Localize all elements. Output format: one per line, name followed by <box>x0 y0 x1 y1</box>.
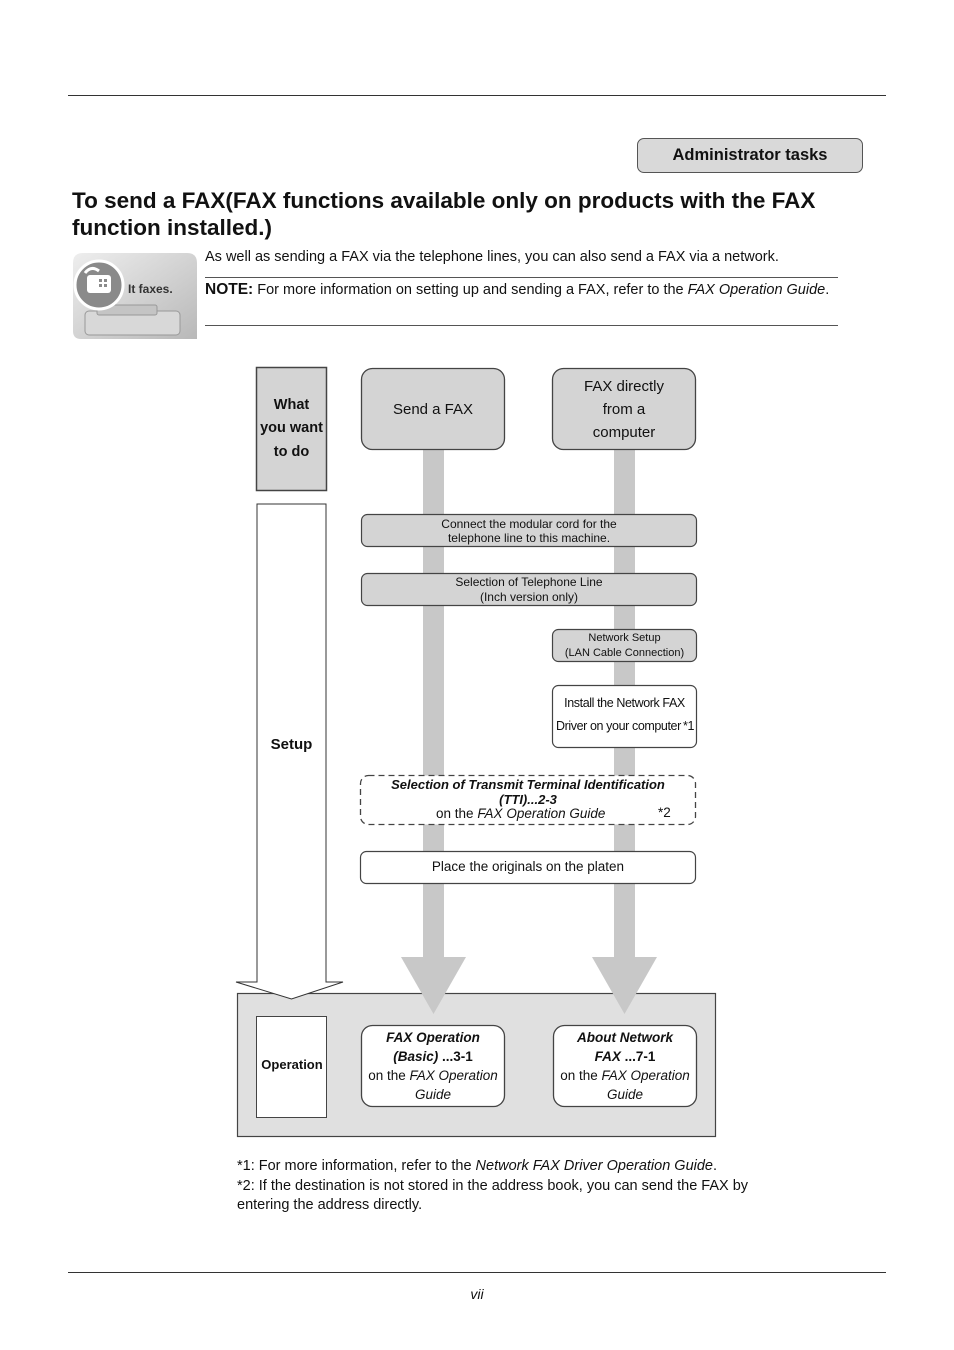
network-line-1: Network Setup <box>588 631 661 644</box>
network-setup-label: Network Setup (LAN Cable Connection) <box>553 630 696 661</box>
what-line-1: What <box>273 396 310 413</box>
note-guide: FAX Operation Guide <box>687 282 826 298</box>
footnote-2: *2: If the destination is not stored in … <box>237 1177 749 1214</box>
net-fax-guide-a: FAX Operation <box>601 1068 690 1083</box>
section-tab: Administrator tasks <box>637 138 863 173</box>
fax-from-pc-label: FAX directly from a computer <box>553 369 695 449</box>
footnote-1-guide: Network FAX Driver Operation Guide <box>475 1158 713 1174</box>
tti-shape <box>359 774 697 826</box>
fax-op-title-2: (Basic) <box>393 1049 439 1064</box>
tti-guide-line: on the FAX Operation Guide <box>436 806 605 821</box>
icon-caption: It faxes. <box>128 282 173 296</box>
note-block: NOTE: For more information on setting up… <box>205 280 840 300</box>
tti-ref: (TTI)...2-3 <box>499 792 557 807</box>
fax-pc-line-3: computer <box>592 423 656 441</box>
install-line-1: Install the Network FAX <box>564 696 685 710</box>
tti-guide: FAX Operation Guide <box>477 806 606 821</box>
net-fax-line-1: About Network <box>577 1030 673 1045</box>
footnote-1: *1: For more information, refer to the N… <box>237 1157 797 1177</box>
network-setup-shape <box>551 628 698 663</box>
select-line-shape <box>360 572 698 607</box>
select-line-label: Selection of Telephone Line (Inch versio… <box>362 574 696 605</box>
fax-pc-line-2: from a <box>602 400 646 418</box>
header-rule <box>68 95 886 96</box>
fax-icon: It faxes. <box>73 253 197 339</box>
setup-arrow <box>235 503 344 1000</box>
about-network-fax-label: About Network FAX ...7-1 on the FAX Oper… <box>554 1026 696 1106</box>
what-box-shape <box>255 366 328 492</box>
footer-rule <box>68 1272 886 1273</box>
place-originals-label: Place the originals on the platen <box>431 858 625 874</box>
fax-pc-line-1: FAX directly <box>583 377 665 395</box>
connect-cord-shape <box>360 513 698 548</box>
footnote-1-end: . <box>713 1158 718 1174</box>
net-fax-on-the: on the <box>560 1068 598 1083</box>
connect-line-2: telephone line to this machine. <box>447 530 611 545</box>
tti-label: Selection of Transmit Terminal Identific… <box>361 776 695 824</box>
intro-text: As well as sending a FAX via the telepho… <box>205 249 779 265</box>
footnotes: *1: For more information, refer to the N… <box>237 1157 797 1216</box>
what-line-2: you want <box>260 420 323 437</box>
note-top-rule <box>205 277 838 278</box>
fax-from-pc-shape <box>551 367 697 451</box>
tti-title: Selection of Transmit Terminal Identific… <box>391 777 665 792</box>
about-network-fax-shape <box>552 1024 698 1108</box>
note-label: NOTE: <box>205 281 254 298</box>
what-line-3: to do <box>273 443 310 460</box>
install-driver-label: Install the Network FAX Driver on your c… <box>553 686 696 747</box>
operation-box-shape <box>256 1016 327 1118</box>
note-text: For more information on setting up and s… <box>257 282 684 298</box>
connect-cord-label: Connect the modular cord for the telepho… <box>362 515 696 546</box>
setup-label: Setup <box>270 735 313 753</box>
what-you-want-label: What you want to do <box>257 368 326 490</box>
note-bottom-rule <box>205 325 838 326</box>
page-title: To send a FAX(FAX functions available on… <box>72 188 816 240</box>
network-line-2: (LAN Cable Connection) <box>564 646 685 659</box>
fax-op-guide-a: FAX Operation <box>409 1068 498 1083</box>
select-line-2: (Inch version only) <box>479 589 579 604</box>
operation-label: Operation <box>261 1056 323 1072</box>
select-line-1: Selection of Telephone Line <box>455 574 603 589</box>
net-fax-title-2: FAX <box>594 1049 621 1064</box>
fax-op-line-1: FAX Operation <box>386 1030 480 1045</box>
net-fax-ref: ...7-1 <box>620 1049 656 1064</box>
footnote-1-text: *1: For more information, refer to the <box>237 1158 472 1174</box>
install-footnote-mark: *1 <box>683 719 695 733</box>
tti-footnote-mark: *2 <box>658 805 671 820</box>
fax-op-on-the: on the <box>368 1068 406 1083</box>
net-fax-guide-b: Guide <box>606 1087 644 1102</box>
send-fax-shape <box>360 367 506 451</box>
fax-op-ref: ...3-1 <box>438 1049 473 1064</box>
fax-op-basic-shape <box>360 1024 506 1108</box>
install-line-2: Driver on your computer <box>556 719 681 733</box>
place-originals-shape <box>359 850 697 885</box>
tti-on-the: on the <box>436 806 474 821</box>
fax-op-guide-b: Guide <box>414 1087 452 1102</box>
connect-line-1: Connect the modular cord for the <box>441 516 617 531</box>
page-number: vii <box>470 1286 484 1302</box>
send-fax-label: Send a FAX <box>392 400 474 418</box>
fax-op-basic-label: FAX Operation (Basic) ...3-1 on the FAX … <box>362 1026 504 1106</box>
install-driver-shape <box>551 684 698 749</box>
note-end: . <box>825 282 830 298</box>
